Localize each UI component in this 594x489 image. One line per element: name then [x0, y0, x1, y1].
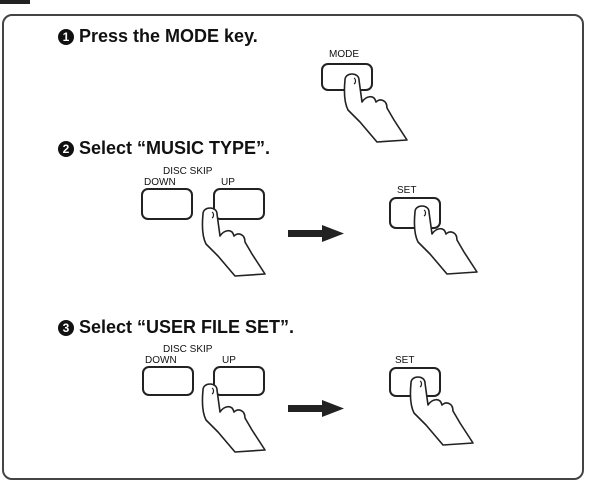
- step-2-number-icon: 2: [58, 140, 74, 157]
- up-label-2: UP: [222, 355, 236, 366]
- disc-skip-label-2: DISC SKIP: [163, 344, 213, 355]
- step-2-text: Select “MUSIC TYPE”.: [79, 138, 271, 158]
- up-key: [213, 188, 265, 220]
- down-key-2: [142, 366, 194, 396]
- mode-label: MODE: [329, 49, 359, 60]
- step-1-text: Press the MODE key.: [79, 26, 258, 46]
- step-1-number-icon: 1: [58, 28, 74, 45]
- mode-hand-icon: [343, 73, 408, 143]
- corner-tab: [0, 0, 30, 4]
- instruction-panel: [2, 14, 584, 480]
- disc-skip-label: DISC SKIP: [163, 166, 213, 177]
- down-label: DOWN: [144, 177, 176, 188]
- up-label: UP: [221, 177, 235, 188]
- step-3: 3 Select “USER FILE SET”.: [58, 317, 294, 338]
- step-2: 2 Select “MUSIC TYPE”.: [58, 138, 270, 159]
- right-arrow-icon: [288, 225, 344, 242]
- down-key: [141, 188, 193, 220]
- down-label-2: DOWN: [145, 355, 177, 366]
- set-hand-icon-2: [409, 376, 474, 446]
- set-hand-icon: [413, 205, 478, 275]
- step-1: 1 Press the MODE key.: [58, 26, 258, 47]
- step-3-number-icon: 3: [58, 319, 74, 336]
- step-3-text: Select “USER FILE SET”.: [79, 317, 295, 337]
- right-arrow-icon-2: [288, 400, 344, 417]
- set-label-2: SET: [395, 355, 415, 366]
- up-key-2: [213, 366, 265, 396]
- set-label: SET: [397, 185, 417, 196]
